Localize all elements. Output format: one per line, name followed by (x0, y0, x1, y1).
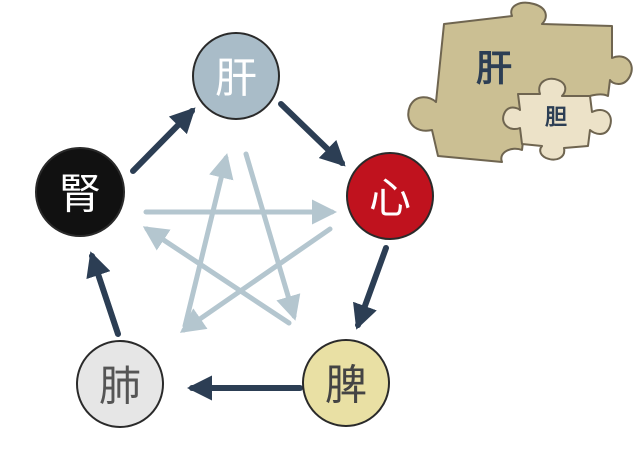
generate-arrow-kidney-to-liver (130, 107, 196, 174)
control-arrow-heart-to-lung (179, 226, 333, 333)
organ-node-kidney: 腎 (35, 147, 125, 237)
liver-label: 肝 (215, 54, 257, 103)
liver-circle (192, 32, 280, 120)
heart-circle (346, 152, 434, 240)
generate-arrow-heart-to-spleen (353, 245, 389, 330)
lung-circle (76, 340, 164, 428)
kidney-label: 腎 (59, 170, 101, 219)
puzzle-piece-liver (407, 1, 633, 163)
puzzle-illustration: 肝 胆 (407, 1, 633, 163)
generate-arrow-liver-to-heart (278, 101, 346, 167)
puzzle-piece-gallbladder (502, 77, 612, 161)
spleen-label: 脾 (325, 361, 367, 410)
heart-label: 心 (369, 174, 411, 223)
control-cycle-arrows (142, 151, 337, 333)
control-arrow-lung-to-liver (182, 153, 234, 329)
control-arrow-liver-to-spleen (243, 151, 301, 321)
kidney-circle (35, 147, 125, 237)
control-arrow-spleen-to-kidney (142, 226, 292, 326)
generate-arrow-lung-to-kidney (86, 251, 121, 337)
spleen-circle (302, 339, 390, 427)
organ-node-spleen: 脾 (302, 339, 390, 427)
generation-cycle-arrows (86, 101, 389, 401)
puzzle-liver-label: 肝 (476, 49, 512, 90)
lung-label: 肺 (99, 362, 141, 411)
organ-node-liver: 肝 (192, 32, 280, 120)
organ-node-lung: 肺 (76, 340, 164, 428)
organ-node-heart: 心 (346, 152, 434, 240)
puzzle-gallbladder-label: 胆 (545, 106, 567, 131)
